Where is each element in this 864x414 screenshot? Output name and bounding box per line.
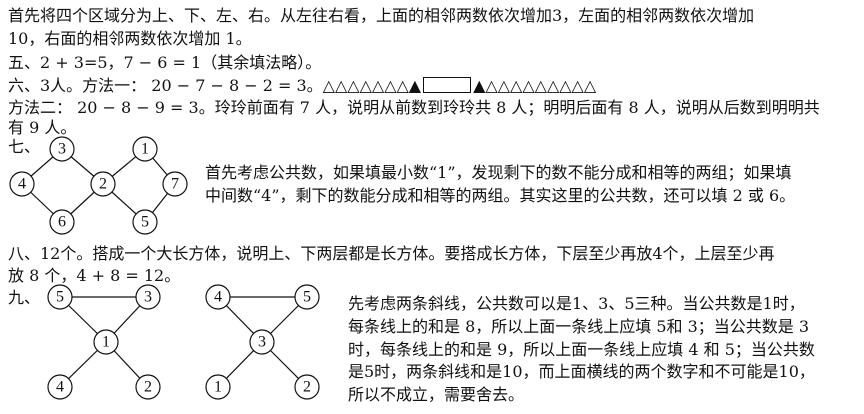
node: 2 — [90, 171, 116, 197]
p6-line1: 六、3人。方法一： 20 − 7 − 8 − 2 = 3。△△△△△△△▲ ▲△△… — [8, 77, 596, 95]
p5-line: 五、2 + 3=5，7 − 6 = 1（其余填法略）。 — [8, 53, 322, 72]
svg-text:1: 1 — [214, 379, 222, 396]
node: 3 — [49, 136, 75, 162]
node: 5 — [47, 284, 73, 310]
node: 4 — [9, 171, 35, 197]
node: 2 — [294, 374, 320, 400]
empty-box — [423, 77, 472, 93]
p7-label: 七、 — [8, 137, 41, 156]
svg-text:3: 3 — [258, 334, 266, 351]
p9-line2: 每条线上的和是 8，所以上面一条线上应填 5和 3；当公共数是 3 — [348, 317, 810, 336]
p6-line2: 方法二： 20 − 8 − 9 = 3。玲玲前面有 7 人，说明从前数到玲玲共 … — [8, 98, 820, 117]
node: 4 — [205, 284, 231, 310]
node: 1 — [132, 136, 158, 162]
p8-line1: 八、12个。搭成一个大长方体，说明上、下两层都是长方体。要搭成长方体，下层至少再… — [8, 244, 775, 263]
svg-text:4: 4 — [18, 176, 26, 193]
svg-text:5: 5 — [56, 289, 64, 306]
node: 2 — [135, 374, 161, 400]
node: 4 — [47, 374, 73, 400]
p9-line4: 是5时，两条斜线和是10，而上面横线的两个数字和不可能是10， — [348, 362, 815, 381]
p9-left-diagram: 5 3 1 4 2 — [47, 284, 161, 400]
svg-text:3: 3 — [144, 289, 152, 306]
p4-line1: 首先将四个区域分为上、下、左、右。从左往右看，上面的相邻两数依次增加3，左面的相… — [8, 6, 755, 25]
svg-text:3: 3 — [58, 141, 66, 158]
svg-text:4: 4 — [56, 379, 64, 396]
svg-text:5: 5 — [303, 289, 311, 306]
svg-text:1: 1 — [141, 141, 149, 158]
p7-line1: 首先考虑公共数，如果填最小数“1”，发现剩下的数不能分成和相等的两组；如果填 — [205, 163, 792, 182]
node: 6 — [49, 209, 75, 235]
p7-diagram: 3 1 4 2 7 6 5 — [9, 136, 188, 235]
svg-text:2: 2 — [99, 176, 107, 193]
triangles-left: △△△△△△△▲ — [322, 76, 422, 95]
svg-text:5: 5 — [141, 214, 149, 231]
svg-text:7: 7 — [171, 176, 179, 193]
node: 7 — [162, 171, 188, 197]
p9-line3: 时，每条线上的和是 9，所以上面一条线上应填 4 和 5；当公共数 — [348, 340, 815, 359]
p4-line2: 10，右面的相邻两数依次增加 1。 — [8, 29, 252, 48]
p9-line5: 所以不成立，需要舍去。 — [348, 385, 525, 404]
p6-line3: 有 9 人。 — [8, 118, 77, 137]
svg-text:2: 2 — [303, 379, 311, 396]
node: 1 — [93, 329, 119, 355]
node: 3 — [135, 284, 161, 310]
node: 1 — [205, 374, 231, 400]
node: 5 — [294, 284, 320, 310]
p6-method1: 六、3人。方法一： 20 − 7 − 8 − 2 = 3。 — [8, 76, 323, 95]
p9-right-diagram: 4 5 3 1 2 — [205, 284, 320, 400]
p9-label: 九、 — [8, 288, 41, 307]
triangles-right: ▲△△△△△△△△△ — [473, 76, 597, 95]
svg-text:4: 4 — [214, 289, 222, 306]
p7-line2: 中间数“4”，剩下的数能分成和相等的两组。其实这里的公共数，还可以填 2 或 6… — [205, 186, 796, 205]
svg-text:6: 6 — [58, 214, 66, 231]
p8-line2: 放 8 个，4 + 8 = 12。 — [8, 266, 181, 285]
svg-text:2: 2 — [144, 379, 152, 396]
p9-line1: 先考虑两条斜线，公共数可以是1、3、5三种。当公共数是1时， — [348, 294, 805, 313]
node: 5 — [132, 209, 158, 235]
svg-text:1: 1 — [102, 334, 110, 351]
node: 3 — [249, 329, 275, 355]
